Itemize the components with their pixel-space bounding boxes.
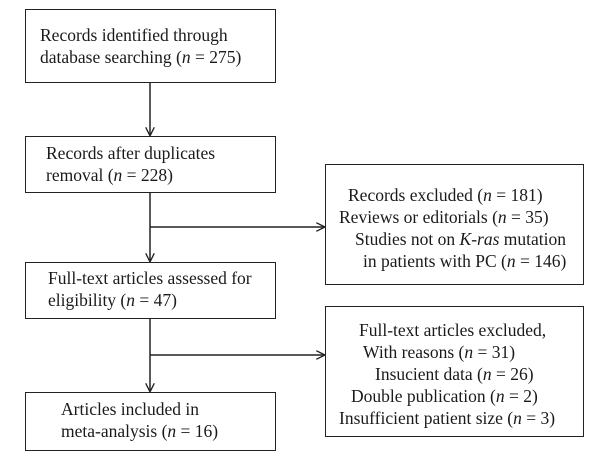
- full-text-assessed-box: Full-text articles assessed for eligibil…: [25, 262, 276, 319]
- text-part: removal (: [46, 165, 114, 185]
- text-part: = 228): [122, 165, 173, 185]
- text-part: = 181): [491, 185, 543, 205]
- text-part: Insucient data (: [375, 364, 483, 384]
- text-part: = 3): [521, 408, 556, 428]
- n-symbol: n: [495, 386, 505, 406]
- articles-included-box: Articles included in meta-analysis (n = …: [25, 392, 276, 451]
- text-part: meta-analysis (: [61, 421, 168, 441]
- articles-included-line1: Articles included in: [61, 399, 200, 419]
- full-text-excluded-box: Full-text articles excluded, With reason…: [325, 306, 584, 437]
- with-reasons-line: With reasons (n = 31): [339, 341, 583, 363]
- patients-pc-line: in patients with PC (n = 146): [339, 250, 583, 272]
- reviews-editorials-line: Reviews or editorials (n = 35): [339, 206, 583, 228]
- text-part: Records excluded (: [348, 185, 484, 205]
- n-symbol: n: [483, 185, 492, 205]
- text-part: in patients with PC (: [363, 251, 507, 271]
- full-text-excluded-line: Full-text articles excluded,: [359, 320, 547, 340]
- n-symbol: n: [167, 421, 177, 441]
- text-part: = 2): [504, 386, 538, 406]
- n-symbol: n: [464, 342, 474, 362]
- double-publication-line: Double publication (n = 2): [339, 385, 583, 407]
- full-text-assessed-line2: eligibility (n = 47): [48, 289, 275, 311]
- insufficient-data-line: Insucient data (n = 26): [339, 363, 583, 385]
- n-symbol: n: [506, 251, 516, 271]
- insufficient-patient-size-line: Insufficient patient size (n = 3): [339, 407, 583, 429]
- after-duplicates-line2: removal (n = 228): [46, 164, 275, 186]
- articles-included-line2: meta-analysis (n = 16): [61, 420, 275, 442]
- records-after-duplicates-box: Records after duplicates removal (n = 22…: [25, 136, 276, 193]
- after-duplicates-line1: Records after duplicates: [46, 143, 216, 163]
- n-symbol: n: [497, 207, 507, 227]
- gene-name: K-ras: [459, 229, 500, 249]
- text-part: Studies not on: [355, 229, 460, 249]
- n-symbol: n: [113, 165, 123, 185]
- text-part: Double publication (: [351, 386, 496, 406]
- text-part: = 35): [506, 207, 549, 227]
- records-excluded-line: Records excluded (n = 181): [339, 184, 583, 206]
- text-part: Insufficient patient size (: [339, 408, 514, 428]
- text-part: = 47): [135, 290, 177, 310]
- text-part: database searching (: [40, 47, 182, 67]
- text-part: = 16): [176, 421, 219, 441]
- text-part: With reasons (: [363, 342, 465, 362]
- n-symbol: n: [482, 364, 492, 384]
- not-kras-line: Studies not on K-ras mutation: [339, 228, 583, 250]
- text-part: mutation: [499, 229, 566, 249]
- records-identified-line1: Records identified through: [40, 25, 228, 45]
- text-part: = 31): [473, 342, 516, 362]
- n-symbol: n: [181, 47, 191, 67]
- text-part: = 275): [190, 47, 242, 67]
- records-identified-box: Records identified through database sear…: [25, 9, 276, 83]
- full-text-assessed-line1: Full-text articles assessed for: [48, 268, 252, 288]
- text-part: = 26): [491, 364, 534, 384]
- text-part: = 146): [515, 251, 567, 271]
- text-part: eligibility (: [48, 290, 127, 310]
- n-symbol: n: [126, 290, 136, 310]
- records-excluded-box: Records excluded (n = 181) Reviews or ed…: [325, 164, 584, 285]
- text-part: Reviews or editorials (: [339, 207, 498, 227]
- records-identified-line2: database searching (n = 275): [40, 46, 275, 68]
- n-symbol: n: [513, 408, 522, 428]
